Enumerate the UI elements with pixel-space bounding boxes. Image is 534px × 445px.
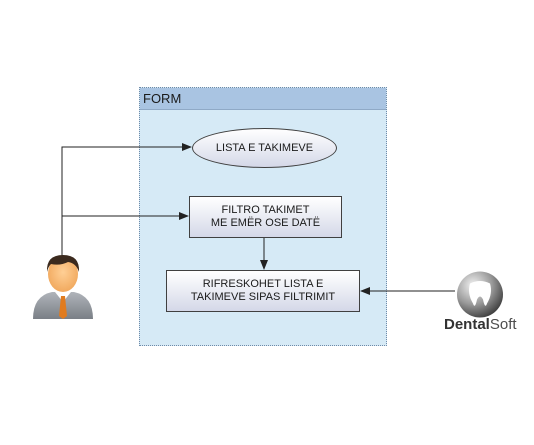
brand-name-bold: Dental	[444, 316, 490, 333]
user-icon	[33, 255, 93, 319]
step-refresh-label-line2: TAKIMEVE SIPAS FILTRIMIT	[190, 291, 336, 303]
brand-wordmark: DentalSoft	[444, 316, 517, 333]
actor-to-list-arrow	[61, 143, 192, 256]
step-filter-appointments: FILTRO TAKIMET ME EMËR OSE DATË	[189, 196, 342, 238]
form-frame-header: FORM	[140, 88, 386, 110]
step-refresh-list: RIFRESKOHET LISTA E TAKIMEVE SIPAS FILTR…	[166, 270, 360, 312]
step-refresh-label-line1: RIFRESKOHET LISTA E	[202, 278, 324, 290]
brand-name-light: Soft	[489, 316, 517, 333]
tooth-logo-icon	[457, 271, 503, 318]
step-filter-label-line1: FILTRO TAKIMET	[221, 204, 310, 216]
form-frame-title: FORM	[143, 91, 182, 106]
usecase-list-label: LISTA E TAKIMEVE	[215, 141, 314, 154]
usecase-list-appointments: LISTA E TAKIMEVE	[192, 128, 337, 168]
step-filter-label-line2: ME EMËR OSE DATË	[210, 217, 321, 229]
